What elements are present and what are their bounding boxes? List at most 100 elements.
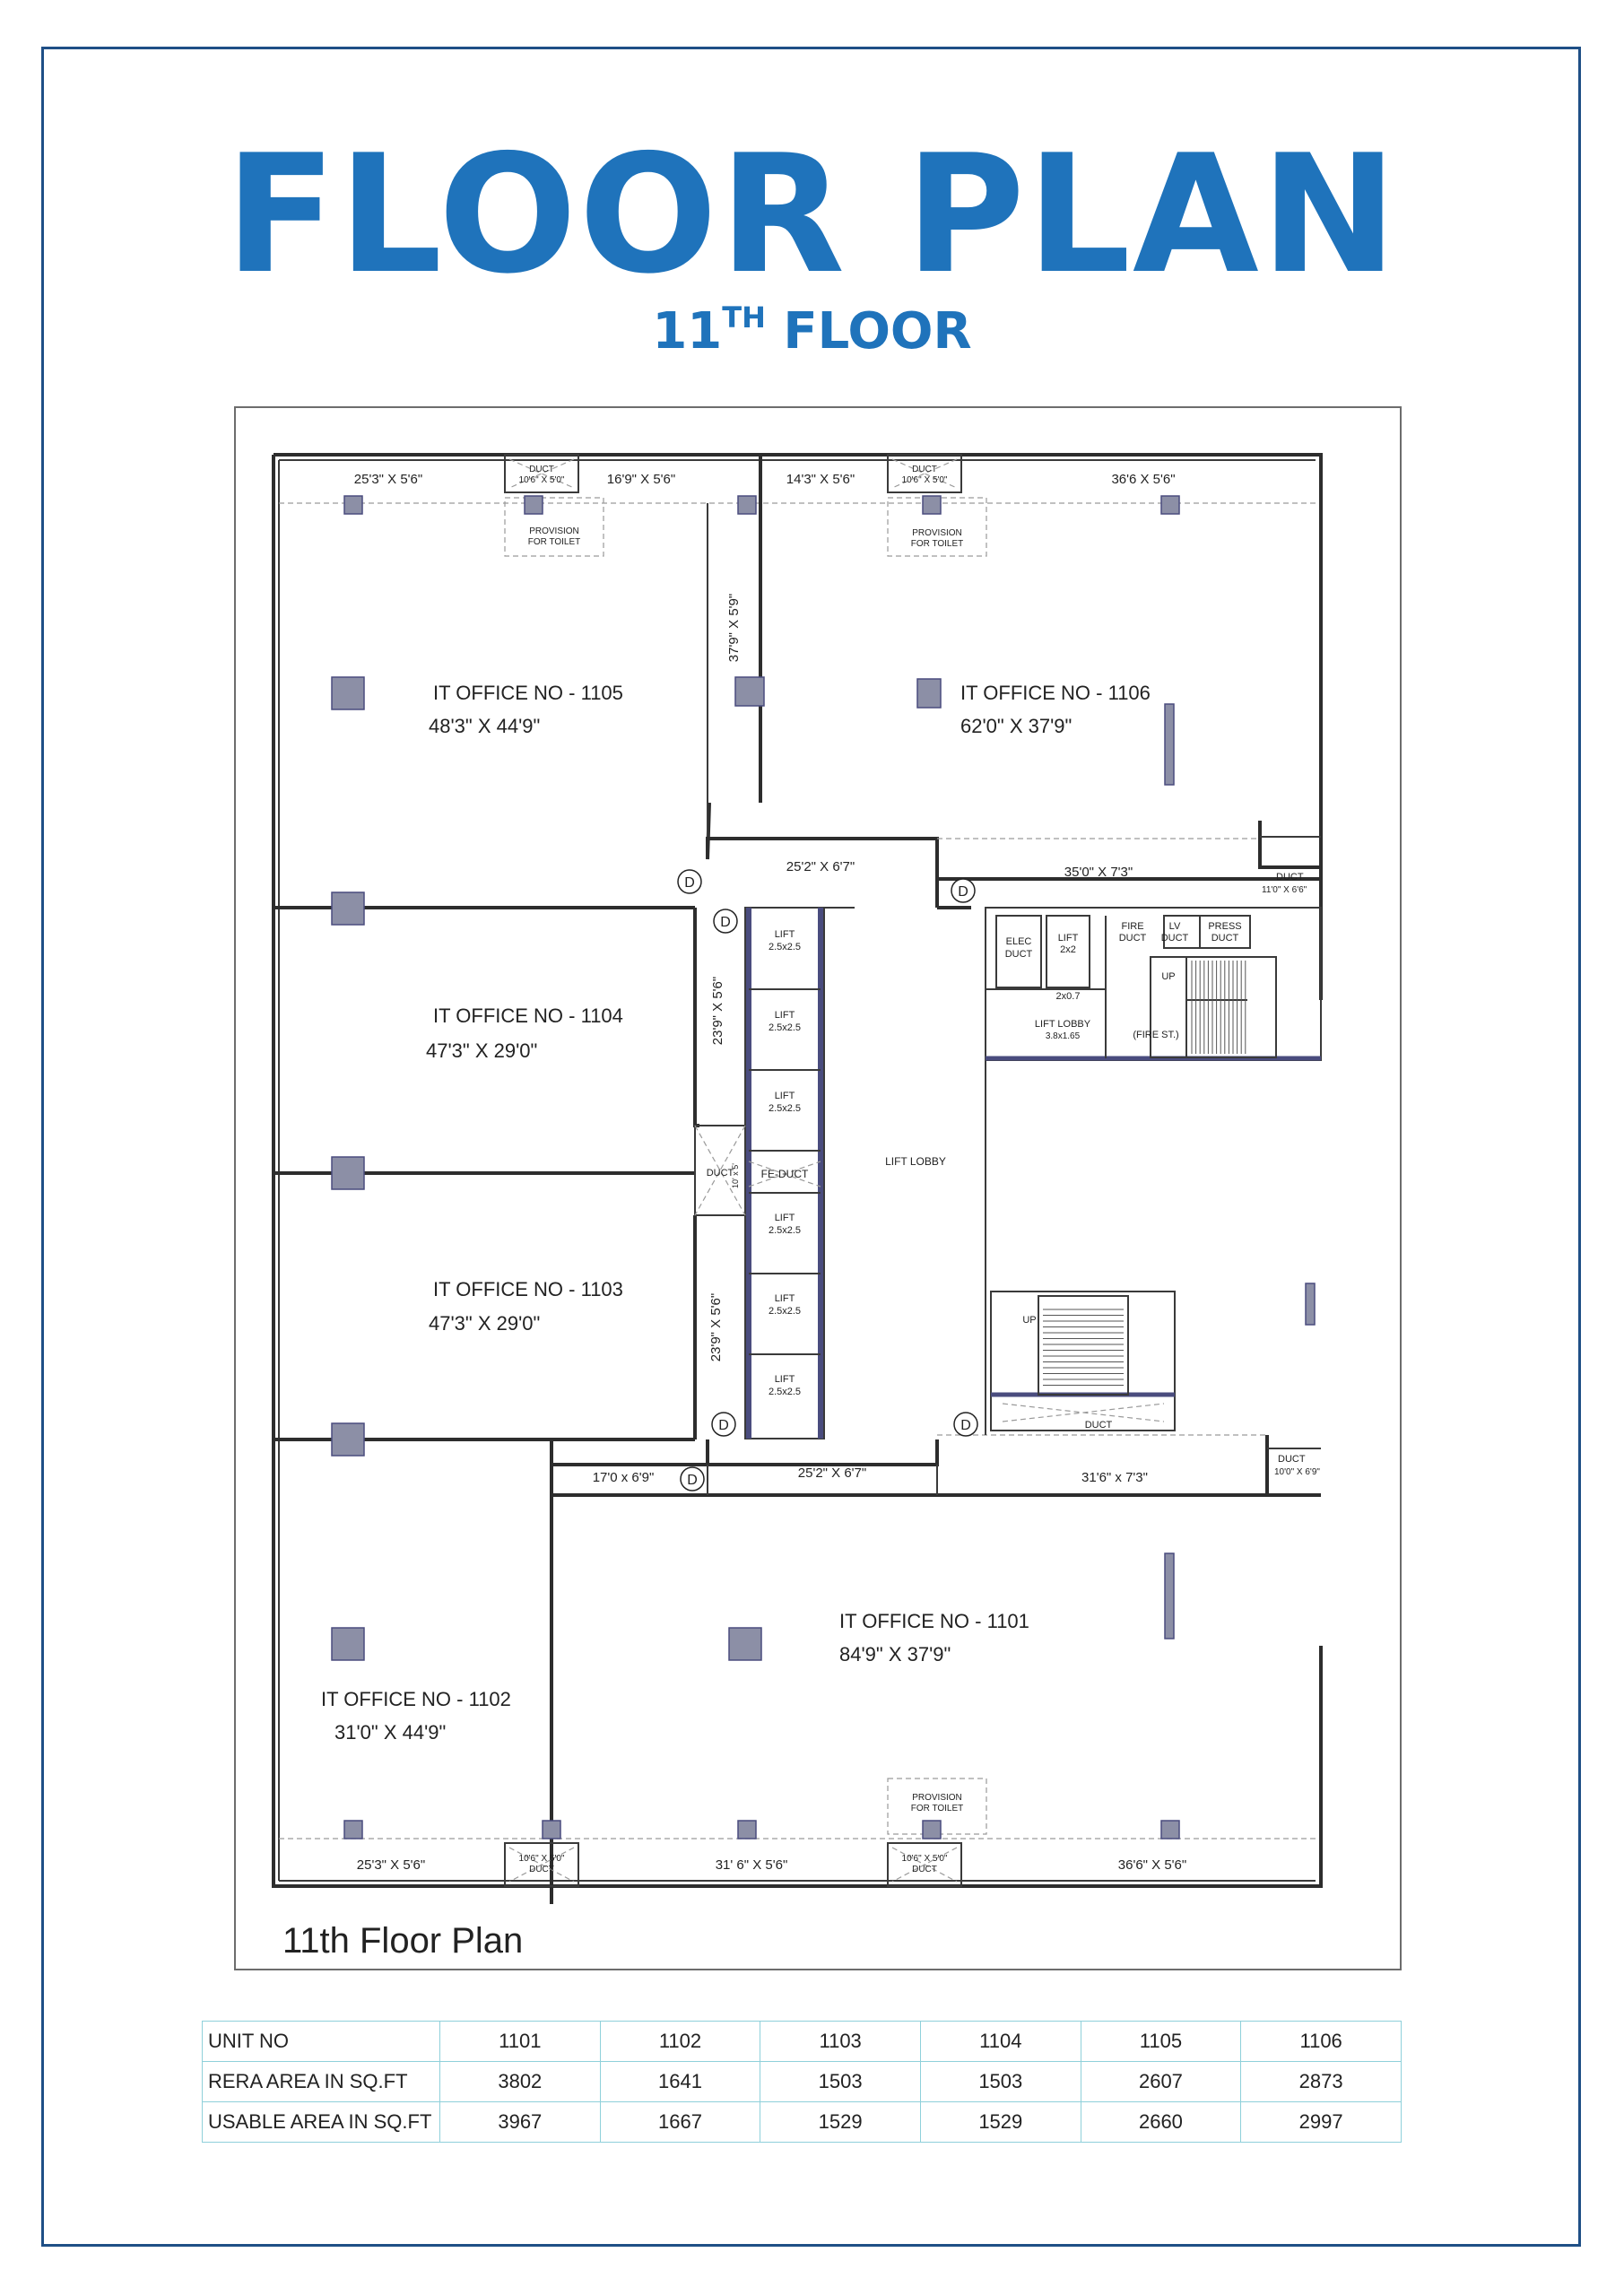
provision-label: PROVISION [529,526,579,536]
lift-lobby-label: LIFT LOBBY [885,1155,946,1168]
lift-size: 2.5x2.5 [769,1022,801,1033]
door-label: D [684,875,695,891]
lift-label: LIFT [775,1091,795,1101]
door-label: D [960,1418,971,1433]
dim-label: 16'9" X 5'6" [607,472,675,487]
press-duct-label: PRESS [1208,921,1241,932]
dim-label: 25'3" X 5'6" [354,472,422,487]
service-labels: DUCT 10'6" X 5'0" DUCT 10'6" X 5'0" PROV… [519,465,1321,1874]
lift-label: LIFT [775,1293,795,1304]
dim-label: 25'3" X 5'6" [357,1857,425,1873]
duct-label: DUCT [912,1865,937,1874]
duct-size: 10'6" X 5'0" [902,1854,948,1864]
office-1101-size: 84'9" X 37'9" [839,1643,951,1665]
elec-duct-label: ELEC [1006,936,1032,947]
duct-label: DUCT [529,1865,554,1874]
dim-label: 17'0 x 6'9" [593,1470,655,1485]
table-cell: 2660 [1080,2101,1242,2143]
lift-size: 2.5x2.5 [769,1225,801,1236]
lift-lobby-size: 3.8x1.65 [1046,1031,1081,1041]
dim-label: 23'9" X 5'6" [708,1293,724,1361]
lift-label: LIFT [1058,933,1079,944]
table-cell: 1101 [439,2021,601,2062]
dim-label: 23'9" X 5'6" [710,977,725,1045]
provision-label-2: FOR TOILET [911,539,964,549]
row-label: USABLE AREA IN SQ.FT [202,2101,440,2143]
page-border [41,47,1581,2247]
duct-label: DUCT [529,465,554,474]
duct-label: DUCT [912,465,937,474]
duct-label: DUCT [1278,1454,1306,1465]
office-1106-name: IT OFFICE NO - 1106 [960,682,1151,704]
lift-label: LIFT [775,1213,795,1223]
duct-label: DUCT [1085,1420,1113,1431]
lift-label: LIFT [775,1374,795,1385]
door-label: D [720,915,731,930]
elec-duct-label-2: DUCT [1005,949,1033,960]
table-cell: 3967 [439,2101,601,2143]
dim-label: 14'3" X 5'6" [786,472,855,487]
duct-size: 11'0" X 6'6" [1262,885,1307,895]
lift-size: 2.5x2.5 [769,1306,801,1317]
table-cell: 1529 [760,2101,921,2143]
fire-duct-label: FIRE [1121,921,1143,932]
lift-size: 2.5x2.5 [769,1387,801,1397]
dim-label: 31' 6" X 5'6" [716,1857,788,1873]
duct-size: 10'6" X 5'0" [902,475,948,485]
duct-size: 10'0" X 6'9" [1274,1467,1320,1477]
table-cell: 1641 [599,2061,761,2102]
table-cell: 1503 [760,2061,921,2102]
floor-plan-drawing: D D D D D D IT OFFICE NO - 1105 48'3" X … [272,453,1323,1961]
duct-label: DUCT [1276,872,1304,883]
dim-label: 36'6" X 5'6" [1118,1857,1186,1873]
office-labels: IT OFFICE NO - 1105 48'3" X 44'9" IT OFF… [321,682,1151,1744]
lift-size: 2.5x2.5 [769,1103,801,1114]
provision-label: PROVISION [912,1793,962,1803]
table-cell: 1503 [919,2061,1081,2102]
floor-subtitle: 11TH FLOOR [0,303,1624,357]
floor-number: 11 [652,302,723,361]
table-cell: 1106 [1240,2021,1402,2062]
stair-lower [990,1291,1176,1431]
lift-core [694,906,986,1439]
door-markers: D D D D D D [677,869,978,1492]
size-label: 2x0.7 [1056,991,1081,1002]
lift-lobby-label: LIFT LOBBY [1035,1019,1091,1030]
table-cell: 1105 [1080,2021,1242,2062]
service-core-upper [985,907,1322,1061]
dim-label: 25'2" X 6'7" [786,859,855,874]
floor-suffix: TH [722,300,766,335]
door-label: D [718,1418,729,1433]
lift-label: LIFT [775,1010,795,1021]
lift-size: 2x2 [1060,944,1076,955]
office-1106-size: 62'0" X 37'9" [960,715,1072,737]
fire-stair-label: (FIRE ST.) [1133,1030,1178,1040]
office-1101-name: IT OFFICE NO - 1101 [839,1610,1029,1632]
table-cell: 2997 [1240,2101,1402,2143]
floor-plan-frame: D D D D D D IT OFFICE NO - 1105 48'3" X … [234,406,1402,1970]
office-1104-name: IT OFFICE NO - 1104 [433,1004,623,1027]
provision-label-2: FOR TOILET [528,537,581,547]
duct-label: DUCT [707,1168,734,1178]
office-1105-size: 48'3" X 44'9" [429,715,540,737]
dim-label: 31'6" x 7'3" [1081,1470,1148,1485]
lift-size: 2.5x2.5 [769,942,801,952]
duct-size: 10'6" X 5'0" [519,475,565,485]
plan-caption: 11th Floor Plan [282,1921,523,1961]
office-1102-name: IT OFFICE NO - 1102 [321,1688,511,1710]
dim-label: 36'6 X 5'6" [1111,472,1175,487]
door-label: D [687,1473,698,1488]
table-cell: 3802 [439,2061,601,2102]
duct-size: 10' x 5' [731,1163,740,1188]
stair-up-label: UP [1022,1315,1036,1326]
office-1105-name: IT OFFICE NO - 1105 [433,682,623,704]
office-1104-size: 47'3" X 29'0" [426,1039,537,1062]
structural-columns [331,495,1316,1839]
dim-label: 35'0" X 7'3" [1064,865,1133,880]
lv-duct-label-2: DUCT [1161,933,1189,944]
floor-word: FLOOR [783,302,972,361]
office-1103-name: IT OFFICE NO - 1103 [433,1278,623,1300]
